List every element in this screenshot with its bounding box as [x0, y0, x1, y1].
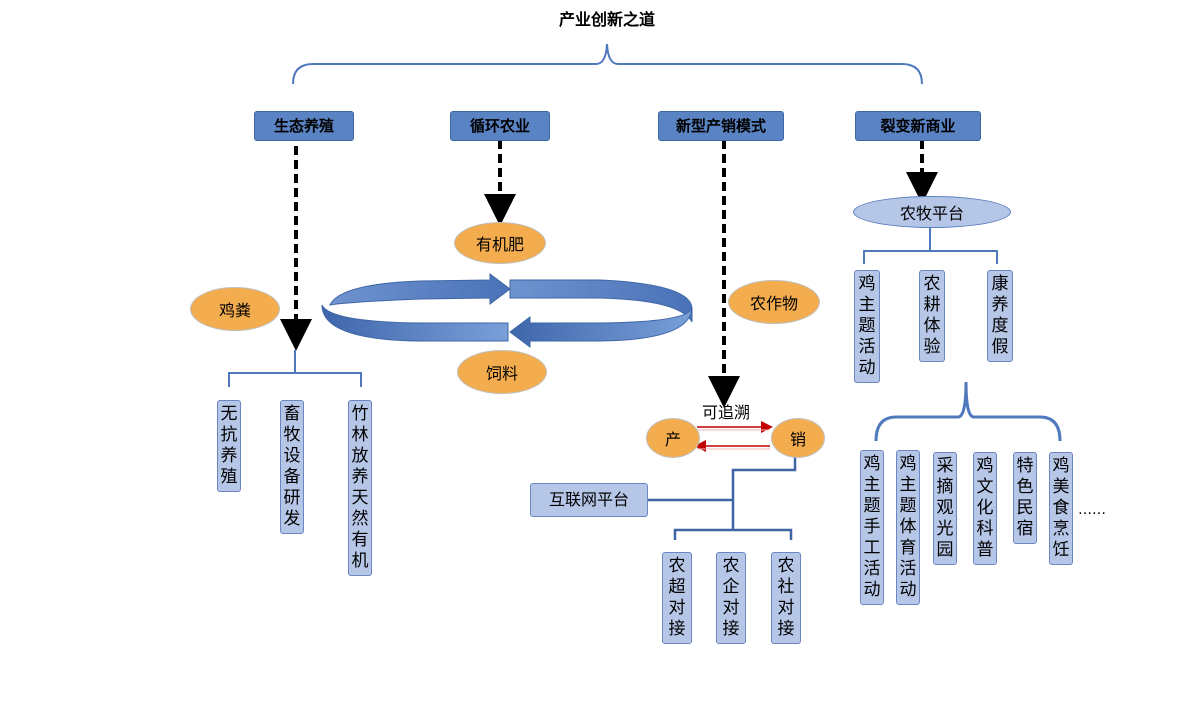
oval-farming-platform: 农牧平台 — [853, 196, 1011, 228]
fission-bottom-item-4: 特色民宿 — [1013, 452, 1037, 544]
fission-bottom-item-2: 采摘观光园 — [933, 452, 957, 565]
oval-sell: 销 — [771, 418, 825, 458]
fission-top-item-1-text: 农耕体验 — [923, 274, 941, 357]
top-brace — [292, 43, 923, 85]
fission-bottom-item-1-text: 鸡主题体育活动 — [899, 454, 917, 600]
fission-bottom-item-4-text: 特色民宿 — [1016, 456, 1034, 539]
market-item-2-text: 农社对接 — [777, 556, 795, 639]
fission-top-item-0: 鸡主题活动 — [854, 270, 880, 383]
header-cycle: 循环农业 — [450, 111, 550, 141]
eco-item-2-text: 竹林放养天然有机 — [351, 404, 369, 571]
eco-item-1: 畜牧设备研发 — [280, 400, 304, 534]
fission-bottom-item-3-text: 鸡文化科普 — [976, 456, 994, 560]
fission-top-item-2-text: 康养度假 — [991, 274, 1009, 357]
ellipsis: …… — [1078, 502, 1106, 518]
header-eco: 生态养殖 — [254, 111, 354, 141]
market-item-2: 农社对接 — [771, 552, 801, 644]
eco-bracket — [228, 350, 362, 387]
fission-bottom-bracket — [874, 381, 1062, 442]
fission-top-item-2: 康养度假 — [987, 270, 1013, 362]
oval-organic-fertilizer: 有机肥 — [454, 222, 546, 264]
oval-feed: 饲料 — [457, 350, 547, 394]
oval-produce: 产 — [646, 418, 700, 458]
fission-bottom-item-3: 鸡文化科普 — [973, 452, 997, 565]
eco-item-2: 竹林放养天然有机 — [348, 400, 372, 576]
sell-connector — [646, 456, 797, 530]
oval-crops: 农作物 — [728, 280, 820, 324]
market-item-1-text: 农企对接 — [722, 556, 740, 639]
eco-item-1-text: 畜牧设备研发 — [283, 404, 301, 529]
fission-bottom-item-2-text: 采摘观光园 — [936, 456, 954, 560]
fission-top-item-0-text: 鸡主题活动 — [858, 274, 876, 378]
eco-item-0-text: 无抗养殖 — [220, 404, 238, 487]
trace-label: 可追溯 — [702, 403, 751, 422]
market-item-1: 农企对接 — [716, 552, 746, 644]
fission-bottom-item-0-text: 鸡主题手工活动 — [863, 454, 881, 600]
fission-bottom-item-5: 鸡美食烹饪 — [1049, 452, 1073, 565]
eco-item-0: 无抗养殖 — [217, 400, 241, 492]
header-fission: 裂变新商业 — [855, 111, 981, 141]
diagram-title: 产业创新之道 — [558, 10, 655, 29]
fission-top-item-1: 农耕体验 — [919, 270, 945, 362]
fission-bottom-item-5-text: 鸡美食烹饪 — [1052, 456, 1070, 560]
fission-bottom-item-1: 鸡主题体育活动 — [896, 450, 920, 605]
header-market: 新型产销模式 — [658, 111, 784, 141]
cycle-ring-arrows — [321, 273, 693, 348]
market-items-bracket — [673, 528, 793, 540]
fission-top-bracket — [863, 228, 998, 264]
market-item-0: 农超对接 — [662, 552, 692, 644]
market-item-0-text: 农超对接 — [668, 556, 686, 639]
oval-chicken-manure: 鸡粪 — [190, 287, 280, 331]
fission-bottom-item-0: 鸡主题手工活动 — [860, 450, 884, 605]
internet-platform-box: 互联网平台 — [530, 483, 648, 517]
